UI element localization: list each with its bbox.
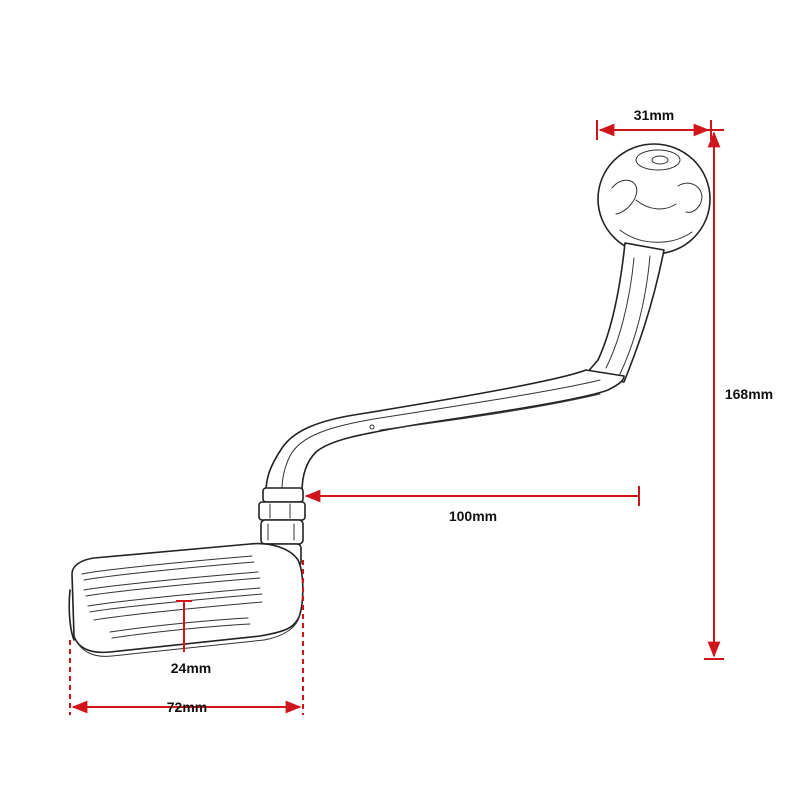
dim-overall-height bbox=[704, 129, 724, 660]
middle-bar bbox=[265, 369, 625, 493]
dim-pad-height bbox=[176, 600, 192, 652]
dim-reach bbox=[304, 486, 640, 506]
upper-shaft bbox=[585, 242, 665, 383]
dim-pad-width bbox=[69, 560, 304, 715]
shift-lever-drawing bbox=[68, 143, 711, 657]
label-pad-height: 24mm bbox=[171, 660, 211, 676]
label-reach: 100mm bbox=[449, 508, 497, 524]
label-overall-height: 168mm bbox=[725, 386, 773, 402]
shift-knob bbox=[597, 143, 711, 255]
label-knob-diameter: 31mm bbox=[634, 107, 674, 123]
label-pad-width: 72mm bbox=[167, 699, 207, 715]
foot-pad bbox=[68, 542, 304, 657]
dimension-lines bbox=[69, 120, 724, 715]
dim-knob-diameter bbox=[596, 120, 712, 140]
